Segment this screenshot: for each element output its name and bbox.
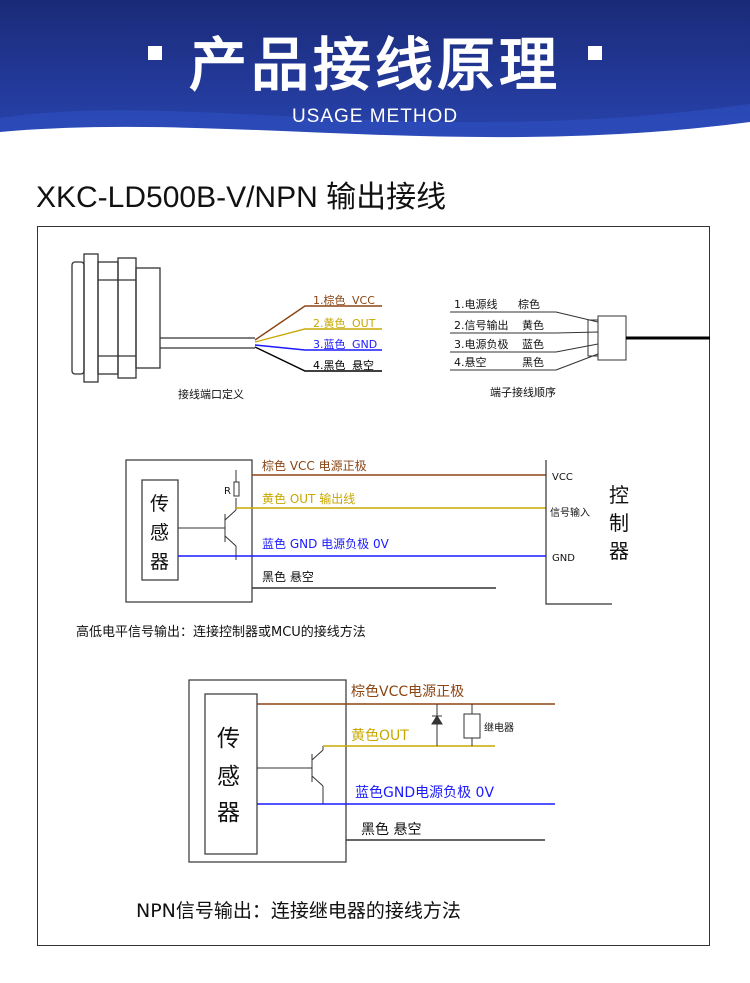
terminal-value: 棕色 [518, 297, 540, 311]
sensor-caption: 接线端口定义 [178, 387, 244, 401]
sensor-drawing [71, 253, 255, 383]
controller-transistor [178, 470, 240, 560]
wire-label: 4.黑色 [313, 358, 346, 372]
terminal-caption: 端子接线顺序 [490, 385, 556, 399]
line-label: 棕色 VCC 电源正极 [262, 458, 367, 473]
terminal-label: 1.电源线 [454, 297, 498, 311]
sensor-char: 传 [150, 493, 169, 515]
wire-label: 3.蓝色 [313, 337, 346, 351]
sensor-char: 器 [150, 551, 169, 573]
controller-box [545, 460, 612, 605]
controller-char: 制 [609, 511, 629, 535]
controller-lines [178, 474, 546, 589]
line-label: 黑色 悬空 [361, 821, 421, 838]
wire-value: 悬空 [352, 358, 374, 372]
sensor-wire-fan [254, 305, 382, 372]
relay-transistor [257, 746, 324, 804]
pin-label: GND [552, 553, 575, 564]
sensor-wire-labels: 1.棕色 VCC 2.黄色 OUT 3.蓝色 GND 4.黑色 悬空 [313, 293, 377, 372]
line-label: 黄色 OUT 输出线 [262, 491, 355, 506]
wire-value: VCC [352, 294, 375, 307]
section-heading: XKC-LD500B-V/NPN 输出接线 [36, 181, 447, 214]
terminal-lines [450, 311, 627, 371]
terminal-value: 蓝色 [522, 337, 544, 351]
relay-lines [257, 703, 555, 841]
pin-label: VCC [552, 472, 573, 483]
banner-wave-decoration [0, 104, 750, 160]
wire-label: 1.棕色 [313, 293, 346, 307]
line-label: 蓝色GND电源负极 0V [355, 784, 494, 801]
terminal-label: 3.电源负极 [454, 337, 509, 351]
sensor-char: 感 [150, 522, 169, 544]
line-label: 蓝色 GND 电源负极 0V [262, 537, 390, 551]
diagram-frame [37, 226, 710, 946]
terminal-value: 黄色 [522, 318, 544, 332]
line-label: 黄色OUT [351, 727, 409, 744]
banner-title: 产品接线原理 [188, 31, 561, 99]
controller-char: 控 [609, 483, 629, 507]
sensor-char: 传 [217, 726, 240, 752]
relay-sensor-box [188, 679, 347, 863]
title-bullet-right [588, 46, 602, 60]
controller-pins: VCC 信号输入 GND [550, 472, 590, 564]
relay-caption: NPN信号输出：连接继电器的接线方法 [136, 900, 461, 922]
controller-char: 器 [609, 539, 629, 563]
banner-subtitle: USAGE METHOD [291, 106, 459, 127]
controller-sensor-label: 传 感 器 [150, 493, 169, 573]
terminal-value: 黑色 [522, 355, 544, 369]
terminal-labels: 1.电源线 棕色 2.信号输出 黄色 3.电源负极 蓝色 4.悬空 黑色 [454, 297, 544, 369]
relay-label: 继电器 [484, 721, 514, 734]
terminal-label: 2.信号输出 [454, 318, 509, 332]
wire-value: OUT [352, 317, 376, 330]
header-banner: 产品接线原理 USAGE METHOD [0, 0, 750, 160]
sensor-char: 器 [217, 800, 240, 826]
controller-sensor-box [125, 459, 253, 603]
wire-label: 2.黄色 [313, 316, 346, 330]
line-label: 黑色 悬空 [262, 570, 314, 584]
controller-label: 控 制 器 [609, 483, 629, 563]
resistor-label: R [224, 486, 231, 497]
title-bullet-left [148, 46, 162, 60]
controller-caption: 高低电平信号输出：连接控制器或MCU的接线方法 [76, 624, 366, 640]
relay-sensor-label: 传 感 器 [217, 726, 240, 826]
sensor-char: 感 [217, 764, 240, 790]
wire-value: GND [352, 338, 377, 351]
controller-line-labels: 棕色 VCC 电源正极 黄色 OUT 输出线 蓝色 GND 电源负极 0V 黑色… [262, 458, 390, 584]
relay-component [431, 704, 481, 746]
pin-label: 信号输入 [550, 506, 590, 519]
relay-line-labels: 棕色VCC电源正极 黄色OUT 蓝色GND电源负极 0V 黑色 悬空 [351, 683, 494, 838]
line-label: 棕色VCC电源正极 [351, 683, 464, 700]
terminal-label: 4.悬空 [454, 355, 487, 369]
